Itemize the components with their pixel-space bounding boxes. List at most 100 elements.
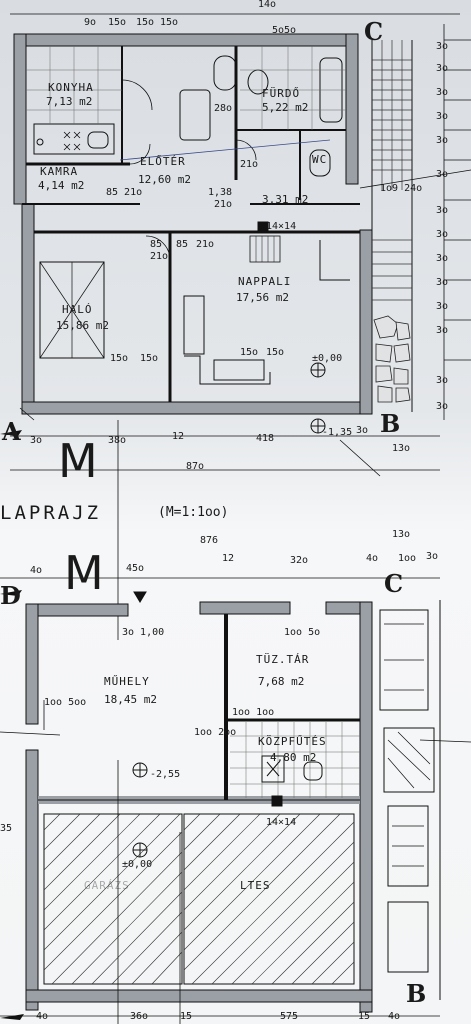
dim-door-4: 21o [196, 239, 215, 250]
page-title: LAPRAJZ [0, 502, 102, 524]
dim-tuztar-door: 1oo 5o [284, 627, 321, 638]
room-nappali-area: 17,56 m2 [236, 291, 289, 304]
dim-muhely-door: 3o 1,00 [122, 627, 165, 638]
dim-bottom-1: 3o [30, 435, 43, 446]
dim-lower-top-7: 3o [426, 551, 439, 562]
dim-left-window: 1oo 5oo [44, 697, 87, 708]
dim-bottom-6: 3o [356, 425, 369, 436]
right-dim-11: 3o [436, 301, 449, 312]
lower-floor-walls [0, 577, 471, 1024]
dim-kozp-door: 1oo 2oo [194, 727, 237, 738]
room-wc-area: 3,31 m2 [262, 193, 309, 206]
room-garage-partial: LTES [240, 879, 271, 892]
dim-bottom-4: 418 [256, 433, 275, 444]
room-tuztar-name: TÜZ.TÁR [256, 653, 310, 666]
room-furdo-name: FÜRDŐ [262, 87, 301, 100]
dim-lower-top-3: 12 [222, 553, 235, 564]
room-nappali-name: NAPPALI [238, 275, 292, 288]
dim-lower-top-right: 13o [392, 529, 411, 540]
dim-top-right: 14o [258, 0, 277, 10]
dim-lower-top-6: 1oo [398, 553, 417, 564]
room-tuztar-area: 7,68 m2 [258, 675, 305, 688]
dim-door-1: 85 [150, 239, 163, 250]
dim-door-2: 21o [150, 251, 169, 262]
dim-window-3: 15o [240, 347, 259, 358]
dim-door-3: 85 [176, 239, 189, 250]
dim-top-2: 15o [108, 17, 127, 28]
dim-top-1: 9o [84, 17, 97, 28]
room-kamra-name: KAMRA [40, 165, 79, 178]
room-konyha-name: KONYHA [48, 81, 94, 94]
dim-kamra-door: 85 21o [106, 187, 143, 198]
dim-top-5: 5o5o [272, 25, 297, 36]
right-dim-9: 3o [436, 253, 449, 264]
room-halo-name: HALÓ [62, 303, 93, 316]
dim-top-3: 15o [136, 17, 155, 28]
room-halo-area: 15,86 m2 [56, 319, 109, 332]
scale-label: (M=1:1oo) [158, 505, 229, 520]
room-furdo-area: 5,22 m2 [262, 101, 309, 114]
dim-kozp-door2: 1oo 1oo [232, 707, 275, 718]
right-dim-3: 3o [436, 87, 449, 98]
right-dim-14: 3o [436, 401, 449, 412]
dim-total: 87o [186, 461, 205, 472]
level-garage: ±0,00 [122, 859, 153, 870]
dim-door-7: 21o [214, 199, 233, 210]
axis-b-upper: B [380, 409, 401, 438]
level-entrance: -1,35 [322, 427, 353, 438]
dim-lower-bottom-6: 4o [388, 1011, 401, 1022]
room-eloter-name: ELŐTÉR [140, 155, 186, 168]
room-kamra-area: 4,14 m2 [38, 179, 85, 192]
right-dim-13: 3o [436, 375, 449, 386]
dim-bottom-2: 38o [108, 435, 127, 446]
dim-chimney-upper: 14×14 [266, 221, 297, 232]
dim-lower-bottom-2: 36o [130, 1011, 149, 1022]
dim-window-1: 15o [110, 353, 129, 364]
dim-lower-bottom-3: 15 [180, 1011, 193, 1022]
axis-arrows [0, 430, 24, 1020]
dim-lower-top-2: 876 [200, 535, 219, 546]
section-mark-upper: M [58, 434, 98, 488]
axis-a-upper: A [2, 417, 21, 446]
room-kozpfutes-area: 4,80 m2 [270, 751, 317, 764]
axis-c-lower: C [384, 569, 404, 598]
dim-lower-top-4: 32o [290, 555, 309, 566]
dim-top-4: 15o [160, 17, 179, 28]
dim-left-edge2: 4o [30, 565, 43, 576]
dim-lower-bottom-5: 15 [358, 1011, 371, 1022]
level-muhely: -2,55 [150, 769, 181, 780]
right-dim-7: 3o [436, 205, 449, 216]
dim-lower-bottom-4: 575 [280, 1011, 299, 1022]
axis-b-lower: B [406, 979, 427, 1008]
room-muhely-name: MŰHELY [104, 675, 150, 688]
dim-window-4: 15o [266, 347, 285, 358]
upper-floor-walls [10, 13, 471, 640]
right-dim-1: 3o [436, 41, 449, 52]
right-dim-12: 3o [436, 325, 449, 336]
dim-door-9: 21o [240, 159, 259, 170]
room-muhely-area: 18,45 m2 [104, 693, 157, 706]
axis-c-upper: C [364, 17, 384, 46]
room-kozpfutes-name: KÖZPFŰTÉS [258, 735, 327, 748]
dim-chimney-lower: 14×14 [266, 817, 297, 828]
dim-door-6: 28o [214, 103, 233, 114]
room-eloter-area: 12,60 m2 [138, 173, 191, 186]
room-konyha-area: 7,13 m2 [46, 95, 93, 108]
dim-lower-bottom-1: 4o [36, 1011, 49, 1022]
dim-left-edge: 35 [0, 823, 13, 834]
axis-d-lower: D [0, 581, 21, 610]
right-dim-4: 3o [436, 111, 449, 122]
right-dim-2: 3o [436, 63, 449, 74]
dim-lower-top-1: 45o [126, 563, 145, 574]
dim-lower-top-5: 4o [366, 553, 379, 564]
dim-stairs: 1o9 24o [380, 183, 423, 194]
right-dim-10: 3o [436, 277, 449, 288]
section-mark-lower: M [64, 546, 104, 600]
dim-window-2: 15o [140, 353, 159, 364]
right-dim-6: 3o [436, 169, 449, 180]
right-dim-8: 3o [436, 229, 449, 240]
room-garage-name: GARÁZS [84, 879, 130, 892]
room-wc-name: WC [312, 153, 328, 166]
dim-bottom-right: 13o [392, 443, 411, 454]
